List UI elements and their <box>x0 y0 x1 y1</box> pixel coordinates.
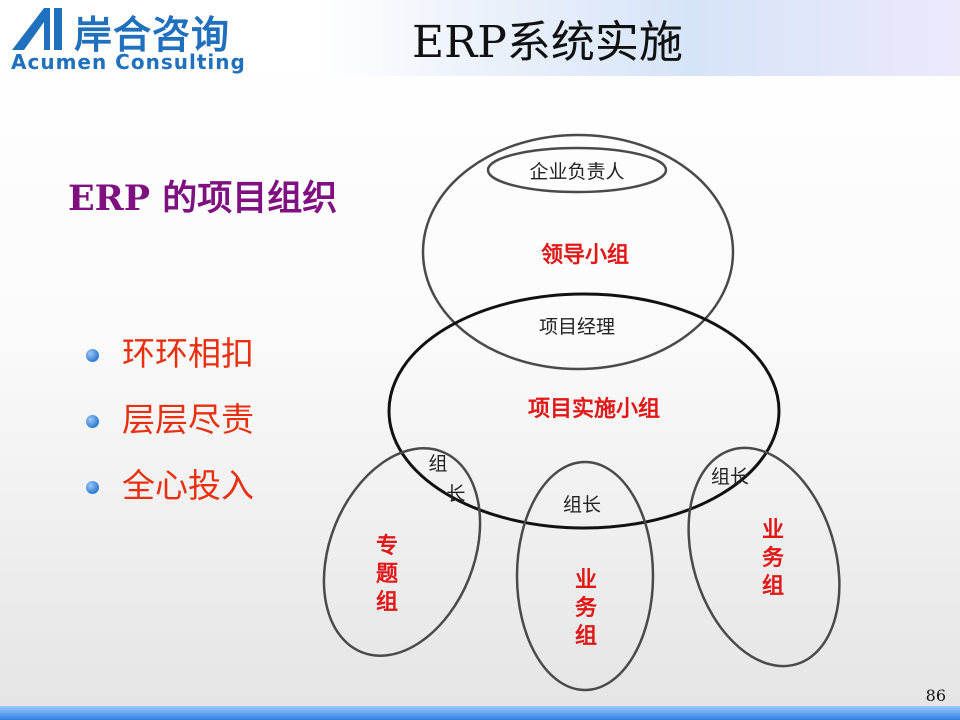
leadership-group-label: 领导小组 <box>541 242 629 268</box>
bullet-item: 环环相扣 <box>86 330 254 396</box>
slide-title: ERP系统实施 <box>412 17 683 68</box>
business-group-ellipse-center <box>515 460 655 692</box>
bullet-dot-icon <box>86 415 99 428</box>
business-group-label-right: 务 <box>762 546 785 571</box>
bullet-dot-icon <box>86 349 99 362</box>
enterprise-head-ellipse <box>486 146 668 194</box>
business-group-label-right: 组 <box>762 573 784 599</box>
header-band: 岸合咨询 Acumen Consulting ERP系统实施 <box>0 0 960 76</box>
special-group-label: 题 <box>376 562 399 587</box>
bullet-text: 全心投入 <box>122 466 254 505</box>
implementation-group-label: 项目实施小组 <box>528 396 660 422</box>
business-group-label-center: 务 <box>575 596 598 621</box>
leadership-group-ellipse <box>421 133 735 371</box>
page-number: 86 <box>925 686 946 705</box>
bullet-item: 层层尽责 <box>86 396 254 462</box>
group-leader-label-left: 组 <box>428 453 447 475</box>
business-group-label-center: 业 <box>575 568 597 593</box>
footer-bar <box>0 706 960 720</box>
special-group-ellipse <box>322 447 482 657</box>
bullet-text: 环环相扣 <box>122 334 254 373</box>
bullet-dot-icon <box>86 481 99 494</box>
business-group-label-center: 组 <box>575 623 597 649</box>
implementation-group-ellipse <box>387 292 781 530</box>
business-group-ellipse-right <box>687 446 841 668</box>
business-group-label-right: 业 <box>762 518 784 543</box>
logo-english-name: Acumen Consulting <box>11 50 246 74</box>
bullet-list: 环环相扣 层层尽责 全心投入 <box>86 330 254 528</box>
group-leader-label-right: 组长 <box>711 466 749 488</box>
bullet-text: 层层尽责 <box>122 400 254 439</box>
group-leader-label-center: 组长 <box>563 494 601 516</box>
special-group-label: 组 <box>376 589 398 615</box>
group-leader-label-left: 长 <box>446 483 465 505</box>
project-manager-label: 项目经理 <box>539 316 615 338</box>
enterprise-head-label: 企业负责人 <box>529 161 624 183</box>
special-group-label: 专 <box>376 533 398 559</box>
bullet-item: 全心投入 <box>86 462 254 528</box>
logo-icon <box>12 8 62 50</box>
logo-chinese-name: 岸合咨询 <box>74 13 231 57</box>
slide-subtitle: ERP 的项目组织 <box>68 178 338 219</box>
